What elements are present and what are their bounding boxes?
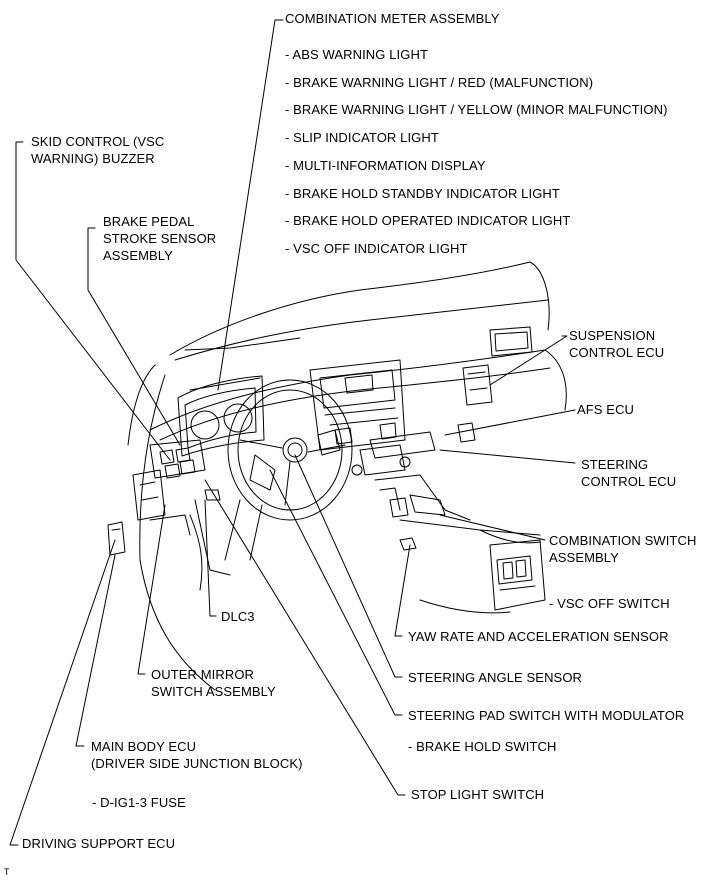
label-line: SUSPENSION [569, 328, 656, 343]
list-item: - BRAKE HOLD OPERATED INDICATOR LIGHT [285, 213, 571, 229]
yaw-rate-sensor-label: YAW RATE AND ACCELERATION SENSOR [408, 628, 669, 645]
label-line: MAIN BODY ECU [91, 739, 197, 754]
driving-support-ecu-label: DRIVING SUPPORT ECU [22, 835, 175, 852]
label-line: SKID CONTROL (VSC [31, 134, 165, 149]
steering-column [189, 489, 263, 591]
list-item: - VSC OFF INDICATOR LIGHT [285, 240, 468, 256]
label-line: CONTROL ECU [581, 474, 677, 489]
list-item: - SLIP INDICATOR LIGHT [285, 130, 439, 146]
label-line: STROKE SENSOR [103, 231, 217, 246]
label-line: YAW RATE AND ACCELERATION SENSOR [408, 629, 669, 644]
leader-lines [9, 19, 576, 846]
label-line: WARNING) BUZZER [31, 151, 155, 166]
label-line: ASSEMBLY [103, 248, 173, 263]
label-line: AFS ECU [577, 402, 635, 417]
afs-ecu-label: AFS ECU [577, 401, 634, 418]
corner-mark: T [4, 867, 10, 877]
label-line: STEERING PAD SWITCH WITH MODULATOR [408, 708, 685, 723]
steering-angle-sensor-label: STEERING ANGLE SENSOR [408, 669, 582, 686]
label-line: - D-IG1-3 FUSE [92, 795, 186, 810]
label-line: - BRAKE HOLD SWITCH [408, 739, 557, 754]
dlc3-label: DLC3 [221, 608, 255, 625]
label-line: ASSEMBLY [549, 550, 619, 565]
steering-pad-switch-label: STEERING PAD SWITCH WITH MODULATOR [408, 707, 684, 724]
skid-control-buzzer-label: SKID CONTROL (VSC WARNING) BUZZER [31, 133, 164, 167]
combination-meter [177, 375, 265, 457]
list-item: - ABS WARNING LIGHT [285, 47, 428, 62]
dashboard-top [149, 326, 567, 441]
brake-hold-switch-label: - BRAKE HOLD SWITCH [408, 738, 557, 755]
label-line: - VSC OFF SWITCH [549, 596, 670, 611]
label-line: CONTROL ECU [569, 345, 665, 360]
cabin-outline [127, 261, 550, 691]
left-switch-panel [107, 439, 206, 556]
center-console [374, 474, 546, 614]
label-line: STEERING [581, 457, 649, 472]
center-stack [309, 359, 476, 476]
combination-meter-items: - ABS WARNING LIGHT - BRAKE WARNING LIGH… [285, 41, 668, 263]
suspension-ecu-label: SUSPENSION CONTROL ECU [569, 327, 664, 361]
list-item: - BRAKE WARNING LIGHT / YELLOW (MINOR MA… [285, 102, 668, 118]
label-line: SWITCH ASSEMBLY [151, 684, 276, 699]
list-item: - BRAKE WARNING LIGHT / RED (MALFUNCTION… [285, 74, 594, 90]
combination-meter-label: COMBINATION METER ASSEMBLY [285, 10, 500, 27]
brake-pedal-sensor-label: BRAKE PEDAL STROKE SENSOR ASSEMBLY [103, 213, 216, 264]
label-line: COMBINATION SWITCH [549, 533, 697, 548]
fuse-label: - D-IG1-3 FUSE [92, 794, 186, 811]
combination-meter-title: COMBINATION METER ASSEMBLY [285, 11, 500, 26]
vsc-off-switch-label: - VSC OFF SWITCH [549, 595, 670, 612]
list-item: - MULTI-INFORMATION DISPLAY [285, 157, 486, 173]
steering-wheel [227, 379, 353, 521]
list-item: - BRAKE HOLD STANDBY INDICATOR LIGHT [285, 185, 560, 201]
label-line: DLC3 [221, 609, 255, 624]
suspension-ecu-module [462, 364, 493, 406]
label-line: STEERING ANGLE SENSOR [408, 670, 583, 685]
label-line: T [4, 867, 10, 877]
main-body-ecu-label: MAIN BODY ECU (DRIVER SIDE JUNCTION BLOC… [91, 738, 303, 772]
label-line: STOP LIGHT SWITCH [411, 787, 545, 802]
steering-control-ecu-label: STEERING CONTROL ECU [581, 456, 676, 490]
stop-light-switch-label: STOP LIGHT SWITCH [411, 786, 544, 803]
label-line: OUTER MIRROR [151, 667, 255, 682]
label-line: (DRIVER SIDE JUNCTION BLOCK) [91, 756, 303, 771]
outer-mirror-switch-label: OUTER MIRROR SWITCH ASSEMBLY [151, 666, 276, 700]
label-line: DRIVING SUPPORT ECU [22, 836, 176, 851]
label-line: BRAKE PEDAL [103, 214, 195, 229]
combination-switch-label: COMBINATION SWITCH ASSEMBLY [549, 532, 696, 566]
